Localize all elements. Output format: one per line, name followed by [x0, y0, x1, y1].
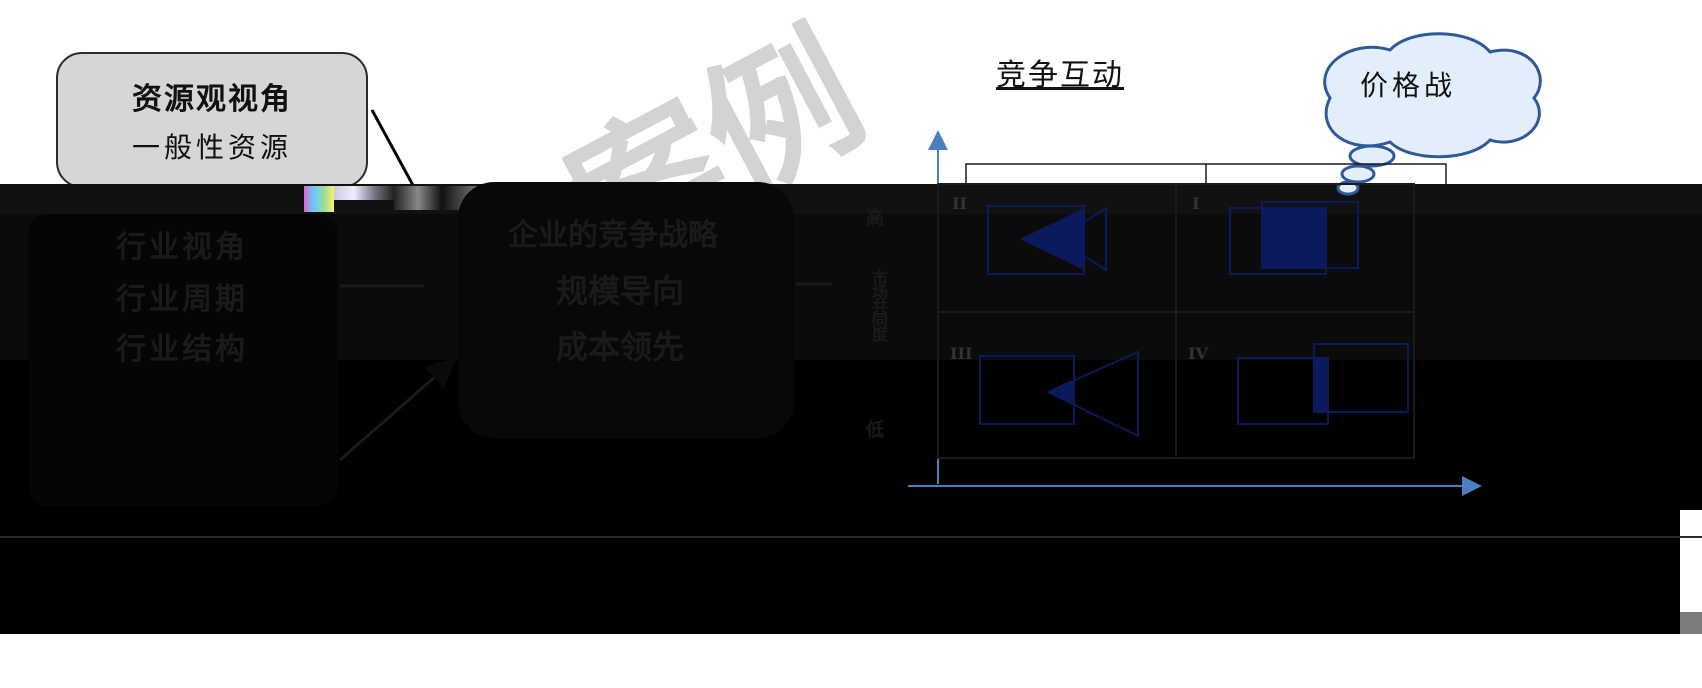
- competition-matrix: [908, 130, 1482, 496]
- resource-view-title: 资源观视角: [132, 82, 292, 117]
- arrow-lower-to-strategy: [339, 358, 457, 462]
- quad3-triangle-outline: [1045, 350, 1139, 438]
- quadrant-label-iv: IV: [1188, 344, 1208, 363]
- quad2-triangle: [1020, 208, 1084, 270]
- y-axis-high-label: 高: [866, 208, 884, 229]
- quad4-overlap: [1314, 358, 1328, 412]
- glitch-artifact: [334, 186, 394, 200]
- quadrant-label-iii: III: [950, 344, 973, 363]
- black-band-bottom: [0, 510, 1680, 634]
- y-axis-title: 市场共同度: [869, 270, 888, 340]
- quadrant-label-i: I: [1192, 194, 1200, 213]
- strategy-line-cost: 成本领先: [556, 328, 685, 366]
- industry-cycle-text: 行业周期: [116, 282, 248, 317]
- quad2-trapezoid: [1083, 206, 1107, 272]
- grey-strip-bottom: [0, 536, 1702, 538]
- industry-view-box: [28, 214, 338, 506]
- price-war-label: 价格战: [1360, 69, 1457, 102]
- thought-bubble: [1323, 32, 1542, 196]
- strategy-box: [458, 182, 794, 438]
- industry-structure-text: 行业结构: [116, 332, 248, 367]
- resource-view-subtitle: 一般性资源: [131, 131, 292, 164]
- corner-square: [1680, 612, 1702, 634]
- black-band-top: [0, 184, 1702, 214]
- quadrant-label-ii: II: [952, 194, 967, 213]
- quad1-overlap: [1262, 208, 1326, 268]
- glitch-artifact: [304, 186, 334, 212]
- industry-view-title: 行业视角: [116, 230, 248, 265]
- resource-view-box: 资源观视角 一般性资源: [56, 52, 368, 188]
- quad3-triangle-fill: [1048, 380, 1074, 404]
- strategy-title: 企业的竞争战略: [508, 218, 718, 253]
- strategy-line-scale: 规模导向: [556, 272, 685, 310]
- y-axis-low-label: 低: [866, 420, 884, 441]
- competitive-interaction-title: 竞争互动: [996, 58, 1124, 93]
